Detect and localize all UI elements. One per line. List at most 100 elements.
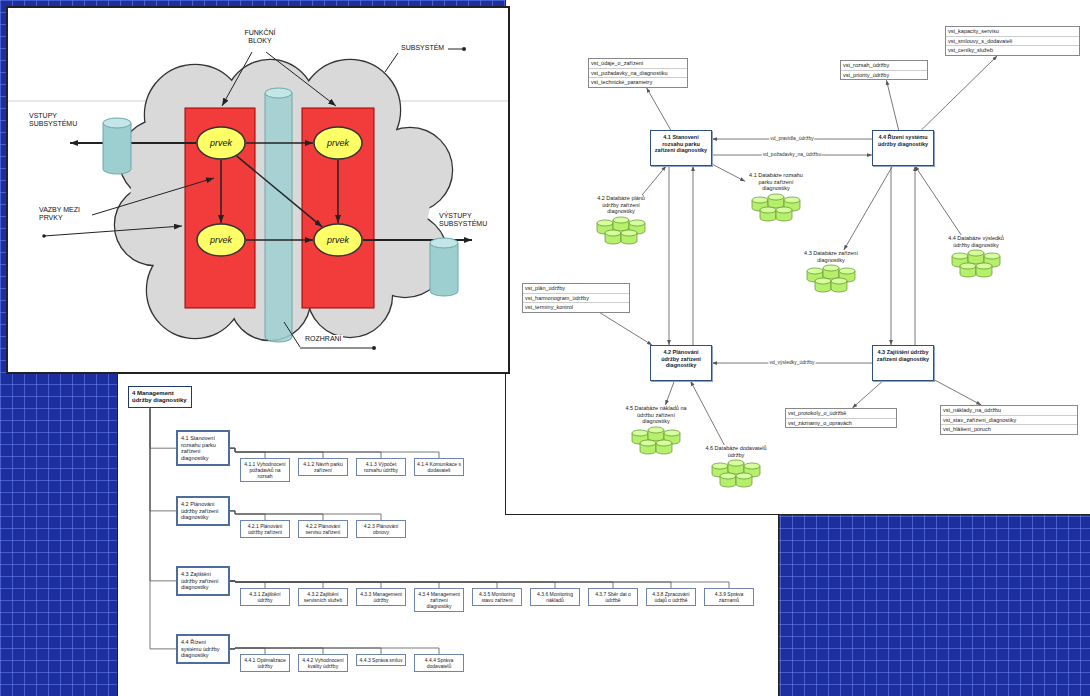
flow-label: vd_výsledky_údržby	[768, 360, 815, 366]
data-flow-table: vst_plán_údržbyvst_harmonogram_údržbyvst…	[522, 283, 630, 313]
node-text: 4.1 Stanovení rozsahu parku zařízení dia…	[181, 435, 225, 461]
data-store-cylinders	[628, 426, 684, 456]
data-store-cylinders	[803, 264, 859, 294]
connector	[230, 581, 729, 588]
illustration-group	[8, 47, 508, 350]
cylinder	[640, 440, 656, 454]
cylinder	[831, 278, 847, 292]
connector	[921, 56, 997, 130]
connector	[150, 408, 176, 649]
connector	[712, 164, 745, 181]
input-cylinder	[103, 118, 131, 174]
subfunction-box: 4.3.1 Zajištění údržby	[240, 588, 290, 606]
data-store: 4.6 Databáze dodavatelů údržby	[705, 445, 767, 489]
connector	[915, 166, 961, 235]
node-text: 4.4 Databáze výsledků údržby diagnostiky	[945, 235, 1007, 248]
process-box: 4.3 Zajištění údržby zařízení diagnostik…	[872, 345, 934, 381]
node-text: vst_hlášení_poruch	[941, 425, 1077, 434]
input-arrow	[70, 142, 196, 144]
connector	[337, 160, 339, 223]
node-text: 4.3 Zajištění údržby zařízení diagnostik…	[181, 571, 225, 591]
flow-label: vd_pravidla_údržby	[769, 136, 814, 142]
node-text: 4.1.2 Návrh parku zařízení	[301, 461, 345, 473]
slide-panel: prvekprvekprvekprvekFUNKČNÍ BLOKYSUBSYST…	[8, 8, 508, 372]
process-box: 4.4 Řízení systému údržby diagnostiky	[872, 130, 934, 166]
process-box: 4.1 Stanovení rozsahu parku zařízení dia…	[650, 130, 712, 166]
node-text: vst_priority_údržby	[841, 71, 927, 80]
subfunction-box: 4.3.9 Správa záznamů	[704, 588, 754, 606]
cylinder	[648, 427, 664, 441]
subfunction-box: 4.4.4 Správa dodavatelů	[414, 654, 464, 672]
leader-dot	[462, 47, 466, 51]
data-store-cylinders	[708, 459, 764, 489]
connector	[642, 166, 666, 195]
element-ellipse: prvek	[313, 126, 363, 160]
subfunction-box: 4.1.3 Výpočet rozsahu údržby	[356, 458, 406, 476]
node-text: vst_protokoly_o_údržbě	[786, 409, 896, 419]
connector	[246, 142, 313, 144]
connector	[691, 381, 725, 445]
data-store: 4.2 Databáze plánů údržby zařízení diagn…	[590, 195, 652, 246]
node-text: 4.3.8 Zpracování údajů o údržbě	[649, 591, 693, 603]
node-text: 4.4.1 Optimalizace údržby	[243, 657, 287, 669]
subsystem-illustration	[8, 8, 508, 372]
subfunction-box: 4.2.3 Plánování obnovy	[356, 520, 406, 538]
data-flow-table: vst_náklady_na_údržbuvst_stav_zařízení_d…	[940, 405, 1078, 435]
connector-layer	[8, 8, 508, 372]
function-block	[302, 108, 374, 308]
element-ellipse: prvek	[196, 126, 246, 160]
connector	[246, 239, 313, 241]
node-text: 4.4.3 Správa smluv	[359, 657, 403, 663]
callout-label: VSTUPY SUBSYSTÉMU	[28, 112, 82, 128]
node-text: 4.3.6 Monitoring nákladů	[533, 591, 577, 603]
subfunction-box: 4.3.8 Zpracování údajů o údržbě	[646, 588, 696, 606]
subfunction-box: 4.4.1 Optimalizace údržby	[240, 654, 290, 672]
function-block	[185, 108, 255, 308]
subfunction-box: 4.1.4 Komunikace s dodavateli	[414, 458, 464, 476]
connector	[915, 166, 916, 345]
node-text: 4.2 Databáze plánů údržby zařízení diagn…	[590, 195, 652, 215]
data-store-cylinders	[593, 216, 649, 246]
node-text: 4.3.3 Management údržby	[359, 591, 403, 603]
ellipse-shape	[314, 127, 362, 159]
node-text: 4.3.4 Management zařízení diagnostiky	[417, 591, 461, 609]
data-store-cylinders	[748, 193, 804, 223]
ellipse-shape	[314, 224, 362, 256]
cylinder	[976, 263, 992, 277]
cylinder	[760, 207, 776, 221]
connector	[230, 448, 381, 458]
cylinder	[720, 473, 736, 487]
node-text: prvek	[327, 138, 349, 148]
function-box: 4.2 Plánování údržby zařízení diagnostik…	[176, 496, 230, 526]
data-store-cylinders	[948, 249, 1004, 279]
subfunction-box: 4.3.6 Monitoring nákladů	[530, 588, 580, 606]
connector	[891, 166, 892, 345]
connector	[150, 408, 176, 581]
node-text: 4.2.2 Plánování servisu zařízení	[301, 523, 345, 535]
connector	[230, 511, 323, 520]
node-text: 4.6 Databáze dodavatelů údržby	[705, 445, 767, 458]
node-text: 4.3 Databáze zařízení diagnostiky	[800, 250, 862, 263]
node-text: 4.3.2 Zajištění servisních služeb	[301, 591, 345, 603]
connector	[150, 408, 176, 511]
node-text: 4.3.9 Správa záznamů	[707, 591, 751, 603]
cylinder	[613, 217, 629, 231]
cylinder	[736, 473, 752, 487]
data-flow-table: vst_protokoly_o_údržběvst_záznamy_o_opra…	[785, 408, 897, 428]
connector	[150, 408, 176, 448]
callout-label: ROZHRANÍ	[304, 335, 343, 343]
subfunction-box: 4.2.2 Plánování servisu zařízení	[298, 520, 348, 538]
subfunction-box: 4.4.2 Vyhodnocení kvality údržby	[298, 654, 348, 672]
data-flow-table: vst_kapacity_servisuvst_smlouvy_s_dodava…	[945, 26, 1080, 56]
cylinder	[621, 230, 637, 244]
interface-cylinder	[265, 88, 292, 342]
connector	[230, 448, 439, 458]
node-text: prvek	[327, 235, 349, 245]
node-text: 4.1.4 Komunikace s dodavateli	[417, 461, 461, 473]
node-text: 4.1 Stanovení rozsahu parku zařízení dia…	[654, 134, 708, 154]
node-text: 4.2 Plánování údržby zařízení diagnostik…	[181, 501, 225, 521]
node-text: 4.4 Řízení systému údržby diagnostiky	[181, 639, 225, 659]
callout-label: VAZBY MEZI PRVKY	[38, 206, 92, 222]
leader-lines	[44, 49, 462, 348]
connector	[230, 448, 323, 458]
